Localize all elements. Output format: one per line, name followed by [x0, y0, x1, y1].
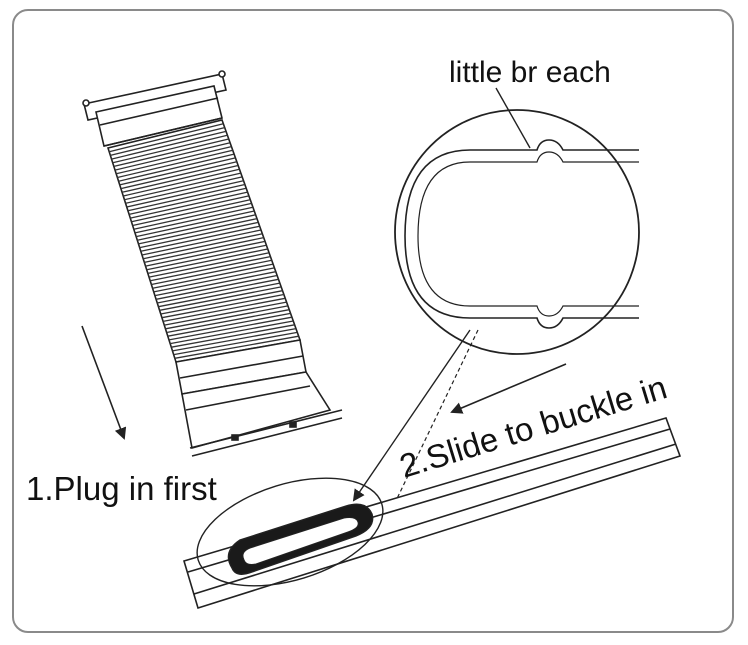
hose-rib — [121, 164, 239, 193]
label-step-1: 1.Plug in first — [26, 470, 217, 507]
hose-rib — [155, 274, 278, 300]
hose-rib — [171, 324, 295, 348]
hose-rib — [158, 282, 280, 308]
detail-leader — [495, 87, 531, 149]
hose-rib — [139, 221, 259, 249]
hose-rib — [172, 327, 297, 352]
hose-rib — [134, 206, 254, 234]
hose-rib — [146, 244, 267, 271]
detail-connector-left — [352, 329, 471, 502]
hose-rib — [160, 290, 283, 315]
hose-rib — [169, 320, 294, 345]
hose-rib — [124, 172, 241, 201]
hose-rib — [165, 305, 289, 330]
hose-rib — [153, 267, 275, 293]
hose-rib — [133, 202, 252, 230]
hose-rib — [111, 130, 227, 160]
detail-magnifier — [394, 87, 640, 355]
window-slide-plate — [183, 417, 682, 610]
hose-rib — [116, 145, 232, 175]
hose-rib — [152, 263, 274, 289]
hose-rib — [119, 157, 236, 186]
hose-rib — [164, 301, 287, 326]
hose-ribbed-section — [106, 119, 302, 363]
hose-rib — [110, 126, 225, 157]
hose-rib — [128, 187, 247, 216]
hose-rib — [159, 286, 282, 311]
hose-rib — [167, 312, 291, 337]
hose-rib — [130, 191, 248, 219]
hose-rib — [162, 297, 286, 323]
arrow-left-icon — [450, 363, 567, 414]
hose-rib — [126, 180, 244, 208]
hose-rib — [123, 168, 240, 197]
arrow-down-icon — [81, 325, 127, 440]
hose-rib — [154, 271, 276, 297]
hose-rib — [117, 149, 233, 179]
hose-rib — [168, 316, 293, 341]
detail-connector-right — [379, 329, 479, 535]
hose-rib — [112, 134, 228, 164]
hose-rib — [151, 259, 272, 286]
hose-rib — [135, 210, 255, 238]
label-little-bridge: little br each — [449, 56, 611, 89]
hose-rib — [174, 335, 299, 359]
hose-rib — [138, 217, 258, 245]
hose-rib — [166, 309, 290, 334]
hose-rib — [145, 240, 266, 267]
hose-rib — [120, 161, 237, 190]
hose-rib — [127, 183, 246, 212]
hose-rib — [173, 331, 298, 356]
slot-outline — [404, 139, 639, 329]
hose-rib — [140, 225, 260, 252]
hose-rib — [113, 138, 229, 168]
hose-rib — [137, 214, 256, 241]
hose-rib — [132, 199, 251, 227]
hose-top-connector — [82, 70, 227, 147]
hose-rib — [161, 293, 285, 319]
exhaust-hose — [82, 70, 343, 457]
hose-rib — [143, 233, 263, 260]
hose-rib — [147, 248, 268, 275]
hose-rib — [148, 252, 270, 278]
hose-rib — [141, 229, 262, 256]
hose-rib — [125, 176, 243, 204]
hose-rib — [118, 153, 235, 182]
hose-rib — [150, 255, 271, 282]
hose-rib — [157, 278, 279, 304]
hose-rib — [144, 236, 264, 264]
hose-bottom-connector — [175, 339, 343, 457]
hose-rib — [131, 195, 250, 223]
hose-rib — [109, 123, 224, 153]
hose-rib — [114, 142, 231, 171]
